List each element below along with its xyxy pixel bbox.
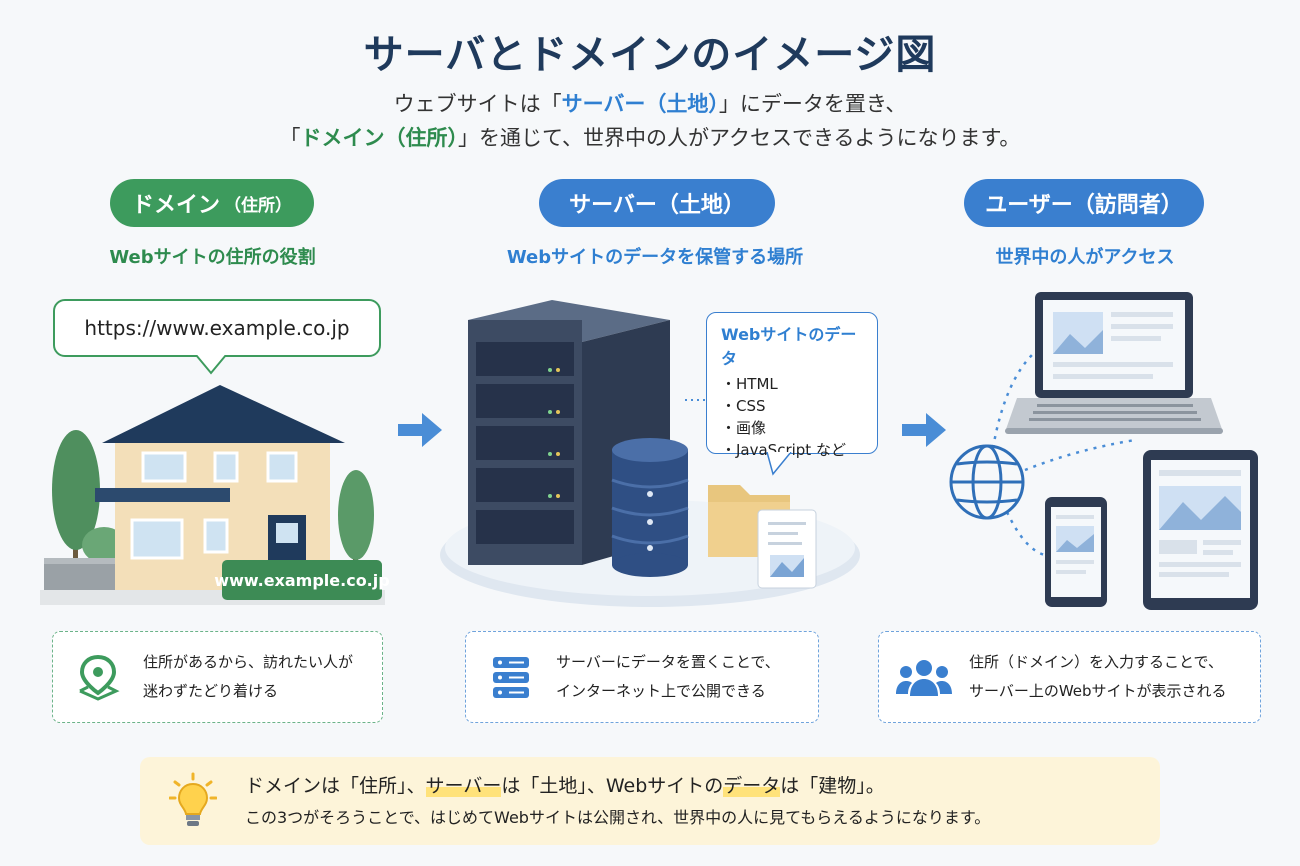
users-icon bbox=[896, 660, 952, 696]
intro-text: ウェブサイトは「 bbox=[393, 92, 562, 116]
intro-text: 」を通じて、世界中の人がアクセスできるようになります。 bbox=[458, 126, 1021, 150]
summary-text: ドメインは「住所」、 bbox=[245, 775, 426, 797]
server-illustration bbox=[440, 300, 860, 607]
server-pill: サーバー（土地） bbox=[539, 179, 775, 227]
server-card: サーバーにデータを置くことで、 インターネット上で公開できる bbox=[465, 631, 819, 723]
user-pill: ユーザー（訪問者） bbox=[964, 179, 1204, 227]
map-pin-icon bbox=[79, 654, 120, 701]
domain-card: 住所があるから、訪れたい人が 迷わずたどり着ける bbox=[52, 631, 383, 723]
website-data-item: ・画像 bbox=[721, 419, 767, 437]
summary-highlight: サーバー bbox=[425, 775, 502, 797]
domain-card-text: 迷わずたどり着ける bbox=[143, 682, 279, 700]
summary-line-2: この3つがそろうことで、はじめてWebサイトは公開され、世界中の人に見てもらえる… bbox=[245, 808, 991, 827]
intro-line-2: 「ドメイン（住所）」を通じて、世界中の人がアクセスできるようになります。 bbox=[0, 122, 1300, 152]
house-illustration bbox=[40, 385, 385, 605]
domain-pill: ドメイン（住所） bbox=[110, 179, 314, 227]
website-data-title: Webサイトのデータ bbox=[721, 325, 857, 368]
summary-highlight: データ bbox=[723, 775, 781, 797]
url-bubble: https://www.example.co.jp bbox=[53, 299, 381, 357]
server-card-text: インターネット上で公開できる bbox=[556, 682, 766, 700]
server-list-icon bbox=[493, 657, 529, 698]
arrow-right-icon bbox=[398, 413, 442, 447]
devices-illustration bbox=[949, 292, 1258, 610]
url-text: https://www.example.co.jp bbox=[84, 316, 350, 340]
user-card-text: サーバー上のWebサイトが表示される bbox=[969, 682, 1227, 700]
intro-highlight-server: サーバー（土地） bbox=[561, 92, 719, 116]
user-card-text: 住所（ドメイン）を入力することで、 bbox=[969, 653, 1223, 671]
domain-sign: www.example.co.jp bbox=[214, 560, 390, 600]
data-bubble-tail bbox=[766, 452, 792, 476]
user-subtitle: 世界中の人がアクセス bbox=[995, 247, 1175, 268]
domain-pill-sublabel: （住所） bbox=[224, 195, 292, 216]
intro-text: 」にデータを置き、 bbox=[718, 92, 907, 116]
page-title: サーバとドメインのイメージ図 bbox=[363, 32, 937, 78]
website-data-item: ・HTML bbox=[721, 375, 778, 393]
server-card-text: サーバーにデータを置くことで、 bbox=[556, 653, 780, 671]
intro-highlight-domain: ドメイン（住所） bbox=[300, 126, 459, 150]
domain-pill-label: ドメイン bbox=[131, 193, 220, 218]
intro-text: 「 bbox=[279, 126, 301, 150]
intro-line-1: ウェブサイトは「サーバー（土地）」にデータを置き、 bbox=[0, 88, 1300, 118]
arrow-right-icon bbox=[902, 413, 946, 447]
user-card: 住所（ドメイン）を入力することで、 サーバー上のWebサイトが表示される bbox=[878, 631, 1261, 723]
summary-text: は「土地」、Webサイトの bbox=[501, 775, 724, 797]
lightbulb-icon bbox=[168, 772, 217, 826]
globe-icon bbox=[949, 444, 1025, 520]
server-subtitle: Webサイトのデータを保管する場所 bbox=[506, 247, 804, 268]
domain-subtitle: Webサイトの住所の役割 bbox=[109, 247, 316, 268]
website-data-item: ・JavaScript など bbox=[721, 441, 846, 459]
website-data-bubble: Webサイトのデータ ・HTML ・CSS ・画像 ・JavaScript など bbox=[706, 312, 878, 459]
url-bubble-tail bbox=[196, 355, 226, 375]
summary-text: は「建物」。 bbox=[780, 775, 885, 797]
website-data-item: ・CSS bbox=[721, 397, 766, 415]
summary-line-1: ドメインは「住所」、サーバーは「土地」、Webサイトのデータは「建物」。 bbox=[245, 769, 990, 803]
domain-card-text: 住所があるから、訪れたい人が bbox=[143, 653, 354, 671]
summary-note: ドメインは「住所」、サーバーは「土地」、Webサイトのデータは「建物」。 この3… bbox=[140, 757, 1160, 845]
domain-sign-text: www.example.co.jp bbox=[214, 570, 390, 590]
